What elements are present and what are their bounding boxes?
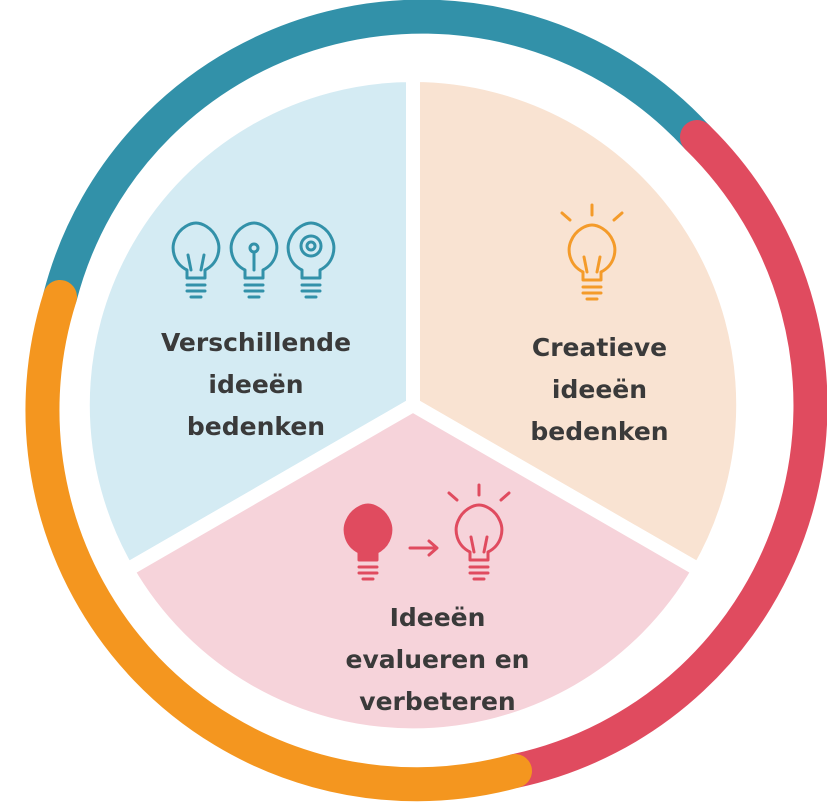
ring-arc-blue xyxy=(43,0,714,314)
label-line: Creatieve xyxy=(531,333,668,362)
lightbulb-improve-icon xyxy=(343,483,511,581)
ring-arc-orange xyxy=(25,280,532,802)
label-line: Verschillende xyxy=(160,328,352,357)
label-line: bedenken xyxy=(530,417,669,446)
label-line: bedenken xyxy=(186,412,326,441)
sector-evaluate xyxy=(120,398,706,743)
label-line: evalueren en xyxy=(345,645,530,674)
outline-shining-lightbulb-icon xyxy=(447,483,511,581)
label-divergent: Verschillende ideeën bedenken xyxy=(146,322,366,448)
ring-arc-red xyxy=(498,120,827,788)
arrow-right-icon xyxy=(408,539,439,557)
label-line: ideeën xyxy=(551,375,648,404)
filled-lightbulb-icon xyxy=(343,503,393,581)
label-line: verbeteren xyxy=(359,687,516,716)
shining-lightbulb-icon xyxy=(560,203,624,301)
three-lightbulbs-icon xyxy=(171,221,336,299)
label-line: ideeën xyxy=(208,370,304,399)
label-line: Ideeën xyxy=(389,603,486,632)
label-creative: Creatieve ideeën bedenken xyxy=(487,327,712,453)
label-evaluate: Ideeën evalueren en verbeteren xyxy=(330,597,545,723)
